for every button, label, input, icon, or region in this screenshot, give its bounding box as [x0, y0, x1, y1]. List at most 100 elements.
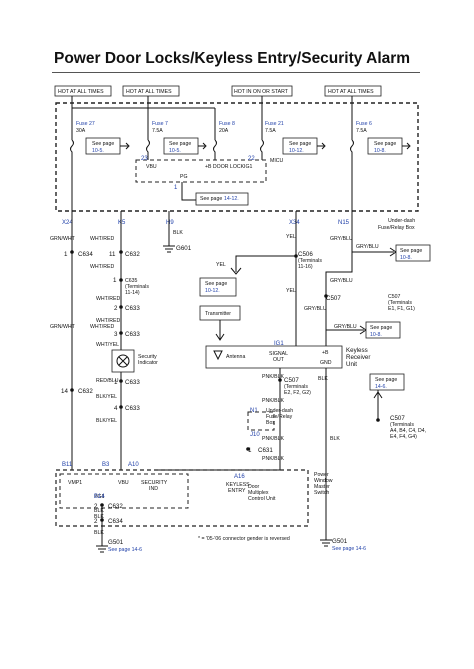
dot-c633-2 — [119, 305, 123, 309]
ground-g501-right — [320, 368, 332, 547]
arrow-4 — [402, 142, 411, 150]
keyless-receiver-box — [205, 345, 343, 369]
sig-out: SIGNAL — [269, 351, 288, 357]
wire-yel-branch — [230, 255, 296, 275]
c507-range-3b: E4, F4, G4) — [390, 434, 417, 440]
dot-c632 — [119, 250, 123, 254]
pw-label-1: Power — [314, 472, 329, 478]
indicator-label: Indicator — [138, 360, 158, 366]
feed-wires-left — [71, 96, 216, 140]
dot-c634-b — [100, 518, 104, 522]
ud-label-1: Under-dash — [266, 408, 293, 414]
ground-g501-left — [96, 504, 108, 553]
c635-terminals: (Terminals — [125, 284, 149, 290]
hot-label-1: HOT AT ALL TIMES — [58, 89, 104, 95]
wire-blk-right-2: BLK — [330, 436, 340, 442]
conn-a10: A10 — [128, 462, 139, 468]
fuses: Fuse 27 30A Fuse 7 7.5A Fuse 8 20A Fuse … — [70, 121, 372, 218]
wire-blk-left-3: BLK — [94, 530, 104, 536]
wire-whtred-1: WHT/RED — [90, 236, 114, 242]
junction-dots — [70, 250, 380, 522]
c507-label-3: C507 — [390, 415, 405, 422]
wire-yel-2: YEL — [286, 288, 296, 294]
underdash-label: Under-dash — [388, 218, 415, 224]
c633-label-3: C633 — [125, 379, 140, 386]
see-page-5-label: See page — [200, 196, 222, 202]
micu-pg: PG — [180, 174, 188, 180]
num-3-c633: 3 — [114, 331, 118, 338]
num-1-c633: 1 — [114, 379, 118, 386]
ground-g601 — [163, 211, 175, 253]
pin-1-micu: 1 — [174, 185, 178, 191]
hot-label-3: HOT IN ON OR START — [234, 89, 289, 95]
wire-redblu: RED/BLU — [96, 378, 119, 384]
see-page-7-label: See page — [205, 281, 227, 287]
c507-label-2: C507 — [284, 377, 299, 384]
dot-c506 — [294, 254, 298, 258]
keyless-label-2: Receiver — [346, 354, 370, 361]
ud-label-3: Box — [266, 420, 275, 426]
conn-x24: X24 — [62, 220, 73, 226]
keyless-label-1: Keyless — [346, 347, 368, 354]
c507-terminals-2: (Terminals — [284, 384, 308, 390]
conn-b14: B14 — [94, 494, 105, 500]
fuse-27: Fuse 27 — [76, 121, 95, 127]
wire-yel-3: YEL — [216, 262, 226, 268]
c507-terminals-1: (Terminals — [388, 300, 412, 306]
dm-label-1: Door — [248, 484, 260, 490]
arrow-2 — [198, 142, 207, 150]
see-page-8-ref: 10-8. — [370, 332, 382, 338]
see-page-2-label: See page — [169, 141, 191, 147]
wire-whtred-4: WHT/RED — [96, 318, 120, 324]
see-page-box-5 — [195, 192, 249, 206]
c635-label: C635 — [125, 278, 138, 284]
c632-b-label: C632 — [108, 503, 123, 510]
conn-a16: A16 — [234, 474, 245, 480]
hot-box-1 — [54, 85, 112, 97]
wire-blkyel-2: BLK/YEL — [96, 418, 117, 424]
wire-whtred-3: WHT/RED — [96, 296, 120, 302]
dot-c633-4 — [119, 405, 123, 409]
c633-label-1: C633 — [125, 305, 140, 312]
num-2-c632: 2 — [94, 503, 98, 510]
vbu-label: VBU — [118, 480, 129, 486]
wire-whtred-5: WHT/RED — [90, 324, 114, 330]
num-11-c632: 11 — [109, 251, 116, 258]
power-window-box — [55, 469, 309, 527]
fuse-7: Fuse 7 — [152, 121, 168, 127]
c632-label: C632 — [125, 251, 140, 258]
dot-c632-left — [70, 388, 74, 392]
micu-vbu: VBU — [146, 164, 157, 170]
see-page-6-label: See page — [400, 248, 422, 254]
hot-box-4 — [324, 85, 382, 97]
conn-b3: B3 — [102, 462, 110, 468]
wire-grybl-1: GRY/BLU — [330, 236, 353, 242]
c632-left-label: C632 — [78, 388, 93, 395]
keyless-pin: KEYLESS — [226, 482, 250, 488]
gnd-label: GND — [320, 360, 332, 366]
pin-23: 23 — [141, 156, 148, 162]
g501-right-label: G501 — [332, 538, 348, 545]
micu-label: MICU — [270, 158, 284, 164]
conn-k5: K5 — [118, 220, 126, 226]
see-page-boxes-top: See page 10-5. See page 10-5. See page 1… — [85, 137, 411, 155]
micu-ig1: IG1 — [244, 164, 252, 170]
dot-c634 — [70, 250, 74, 254]
wire-grnwht-label-2: GRN/WHT — [50, 324, 76, 330]
g601-label: G601 — [176, 245, 192, 252]
see-page-5-ref: 14-12. — [224, 196, 239, 202]
see-page-9-ref: 14-6. — [375, 384, 387, 390]
wire-grnwht-label-1: GRN/WHT — [50, 236, 76, 242]
c633-label-4: C633 — [125, 405, 140, 412]
dot-c631 — [246, 447, 250, 451]
wire-yel-1: YEL — [286, 234, 296, 240]
entry-pin: ENTRY — [228, 488, 246, 494]
hot-box-2 — [122, 85, 180, 97]
sig-ig1: IG1 — [274, 341, 284, 347]
num-2-c633: 2 — [114, 305, 118, 312]
c635-range: 11-14) — [125, 290, 140, 296]
dot-c633-1 — [119, 379, 123, 383]
wire-blk-h9: BLK — [173, 230, 183, 236]
security-pin-label: SECURITY — [141, 480, 168, 486]
